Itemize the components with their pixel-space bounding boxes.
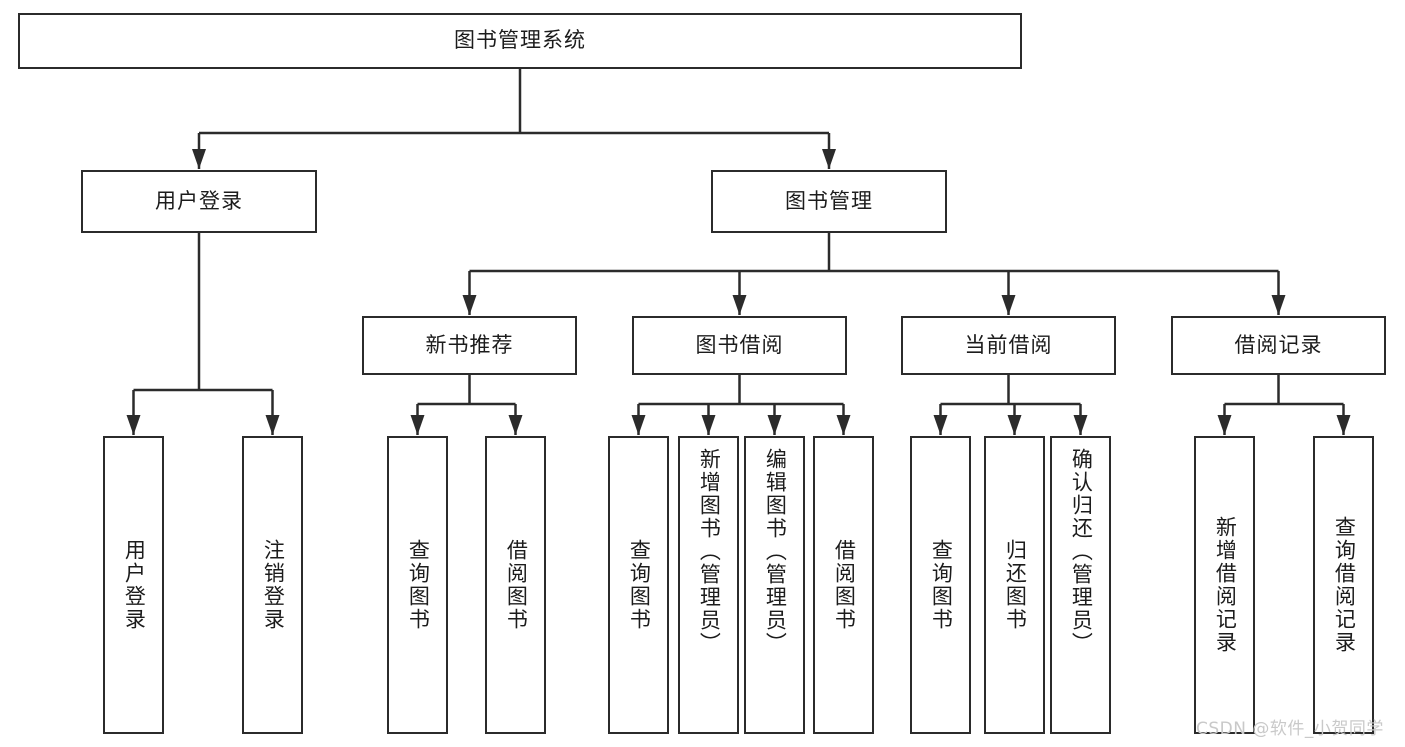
node-label: 用户登录 bbox=[122, 539, 147, 631]
node-label: 新增图书（管理员） bbox=[697, 448, 722, 655]
node-label: 注销登录 bbox=[261, 539, 286, 631]
node-leaf-return-book: 归还图书 bbox=[984, 436, 1045, 734]
node-label: 查询借阅记录 bbox=[1332, 516, 1357, 654]
node-label: 当前借阅 bbox=[964, 332, 1053, 357]
arrow-head-leaf-borrow-book-2 bbox=[836, 415, 851, 435]
arrow-head-book-borrow bbox=[732, 295, 747, 315]
node-label: 图书管理系统 bbox=[454, 28, 586, 53]
node-label: 借阅图书 bbox=[504, 539, 529, 631]
arrow-head-new-book-rec bbox=[462, 295, 477, 315]
node-book-manage: 图书管理 bbox=[711, 170, 947, 233]
arrow-head-user-login bbox=[192, 149, 206, 169]
node-leaf-query-book-2: 查询图书 bbox=[608, 436, 669, 734]
node-label: 查询图书 bbox=[406, 539, 431, 631]
node-label: 归还图书 bbox=[1003, 539, 1028, 631]
arrow-head-leaf-add-book bbox=[701, 415, 716, 435]
node-current-borrow: 当前借阅 bbox=[901, 316, 1116, 375]
arrow-head-book-manage bbox=[822, 149, 836, 169]
node-label: 编辑图书（管理员） bbox=[763, 448, 788, 655]
node-label: 图书借阅 bbox=[695, 332, 784, 357]
arrow-head-borrow-record bbox=[1271, 295, 1286, 315]
node-user-login: 用户登录 bbox=[81, 170, 317, 233]
node-root: 图书管理系统 bbox=[18, 13, 1022, 69]
node-label: 查询图书 bbox=[929, 539, 954, 631]
arrow-head-leaf-borrow-book-1 bbox=[508, 415, 523, 435]
node-label: 新增借阅记录 bbox=[1213, 516, 1238, 654]
node-leaf-borrow-book-1: 借阅图书 bbox=[485, 436, 546, 734]
node-borrow-record: 借阅记录 bbox=[1171, 316, 1386, 375]
arrow-head-leaf-confirm-return bbox=[1073, 415, 1088, 435]
node-leaf-borrow-book-2: 借阅图书 bbox=[813, 436, 874, 734]
node-label: 图书管理 bbox=[785, 188, 873, 213]
arrow-head-current-borrow bbox=[1001, 295, 1016, 315]
arrow-head-leaf-query-book-2 bbox=[631, 415, 646, 435]
arrow-head-leaf-return-book bbox=[1007, 415, 1022, 435]
node-label: 借阅图书 bbox=[832, 539, 857, 631]
arrow-head-leaf-query-book-3 bbox=[933, 415, 948, 435]
node-new-book-rec: 新书推荐 bbox=[362, 316, 577, 375]
node-leaf-query-record: 查询借阅记录 bbox=[1313, 436, 1374, 734]
node-book-borrow: 图书借阅 bbox=[632, 316, 847, 375]
node-leaf-add-record: 新增借阅记录 bbox=[1194, 436, 1255, 734]
node-label: 查询图书 bbox=[627, 539, 652, 631]
node-label: 借阅记录 bbox=[1234, 332, 1323, 357]
node-leaf-user-login: 用户登录 bbox=[103, 436, 164, 734]
node-label: 用户登录 bbox=[155, 188, 243, 213]
arrow-head-leaf-query-record bbox=[1336, 415, 1351, 435]
node-leaf-query-book-1: 查询图书 bbox=[387, 436, 448, 734]
node-leaf-confirm-return: 确认归还（管理员） bbox=[1050, 436, 1111, 734]
arrow-head-leaf-user-login bbox=[126, 415, 141, 435]
node-leaf-logout: 注销登录 bbox=[242, 436, 303, 734]
arrow-head-leaf-add-record bbox=[1217, 415, 1232, 435]
node-leaf-query-book-3: 查询图书 bbox=[910, 436, 971, 734]
node-label: 新书推荐 bbox=[425, 332, 514, 357]
arrow-head-leaf-edit-book bbox=[767, 415, 782, 435]
node-label: 确认归还（管理员） bbox=[1069, 448, 1094, 655]
arrow-head-leaf-query-book-1 bbox=[410, 415, 425, 435]
arrow-head-leaf-logout bbox=[265, 415, 280, 435]
node-leaf-add-book: 新增图书（管理员） bbox=[678, 436, 739, 734]
node-leaf-edit-book: 编辑图书（管理员） bbox=[744, 436, 805, 734]
